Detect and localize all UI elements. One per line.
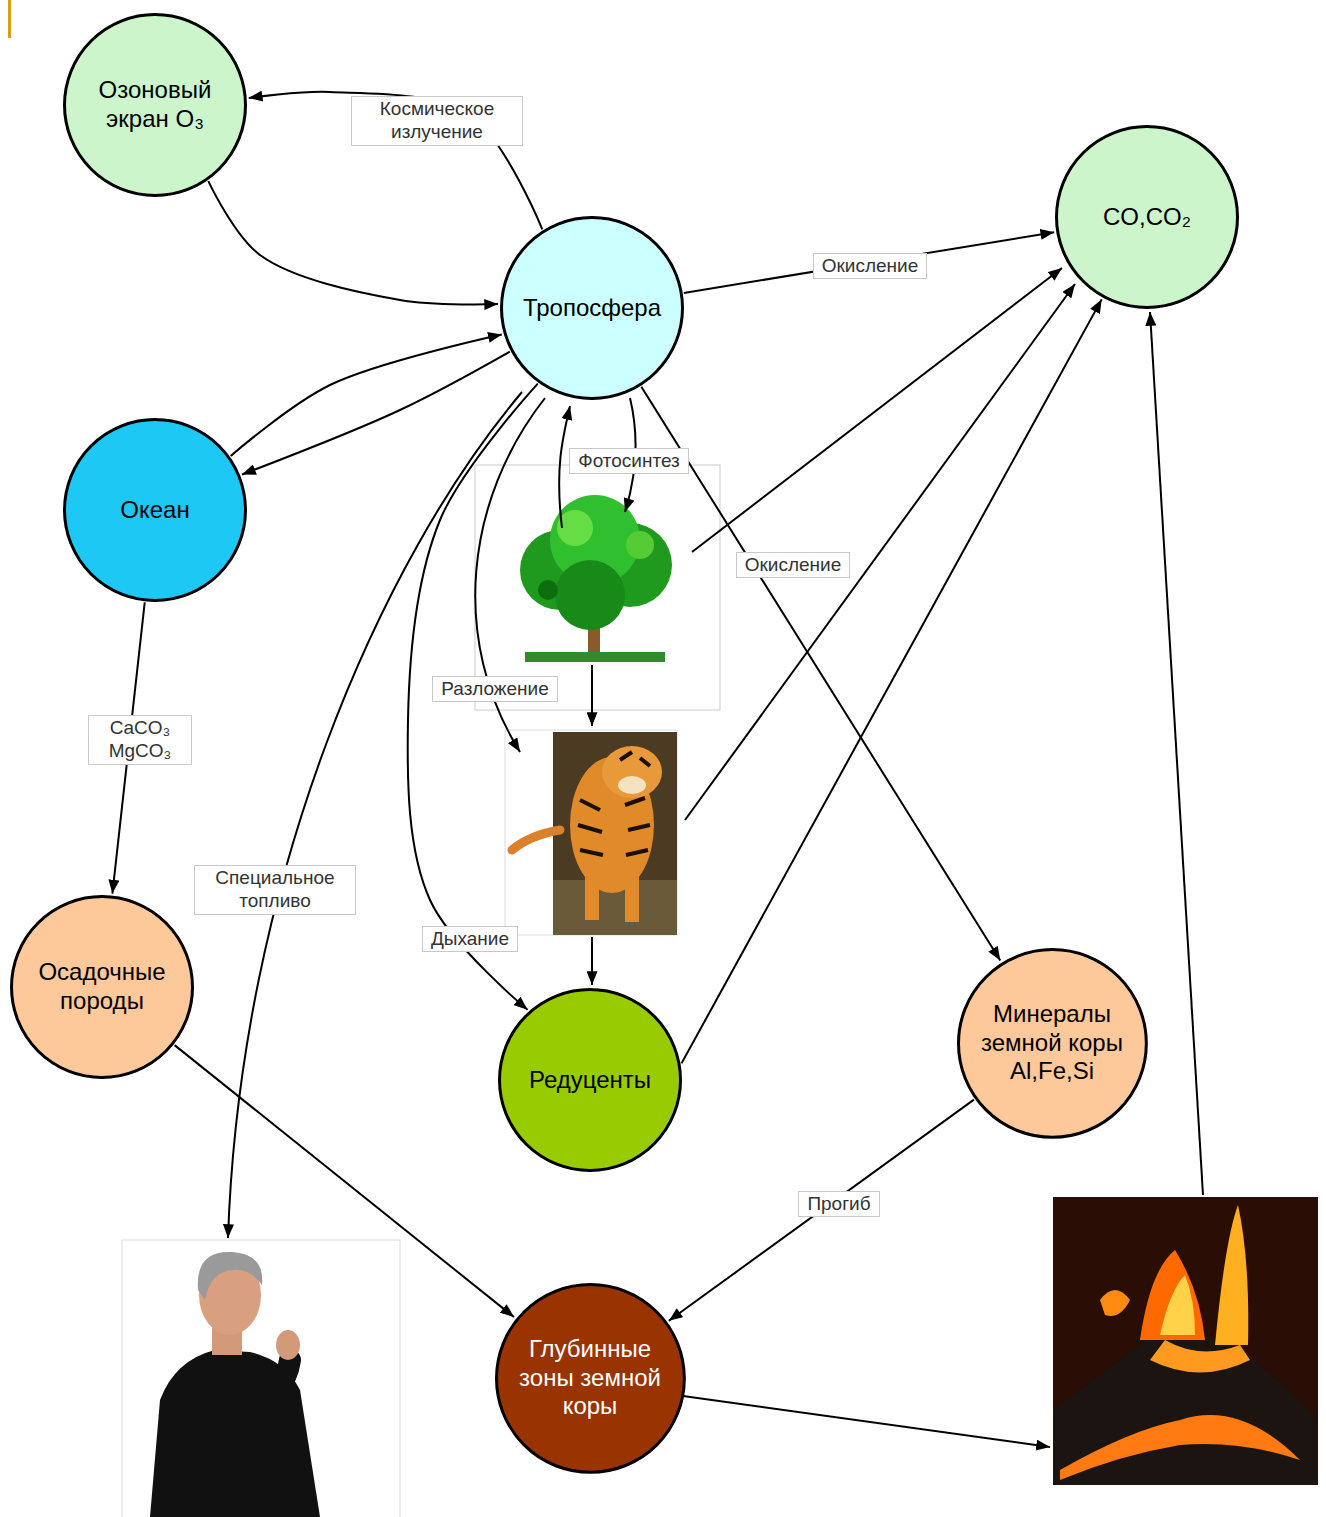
- cycle-arrow: [231, 335, 502, 456]
- cycle-arrow: [669, 1100, 974, 1321]
- accent-bar: [8, 0, 11, 38]
- man-picture: [122, 1240, 400, 1517]
- cycle-circle: Минералы земной коры Al,Fe,Si: [957, 948, 1148, 1139]
- cycle-circle: Озоновый экран O₃: [63, 13, 247, 197]
- circle-shape: [500, 990, 681, 1171]
- cycle-arrow: [208, 181, 498, 304]
- arrow-label: Окисление: [736, 552, 851, 579]
- node-text: Океан: [120, 496, 189, 525]
- node-text: Осадочные породы: [26, 958, 178, 1016]
- cycle-arrow: [242, 352, 510, 475]
- arrow-label: Прогиб: [798, 1191, 879, 1218]
- process-label: Разложение: [432, 676, 558, 703]
- node-text: Глубинные зоны земной коры: [514, 1335, 666, 1421]
- cycle-arrow: [684, 232, 1054, 293]
- process-label: Специальное топливо: [194, 865, 356, 915]
- cycle-circle: CO,CO₂: [1055, 125, 1239, 309]
- arrow-label: CaCO₃ MgCO₃: [88, 715, 192, 765]
- circle-shape: [65, 420, 246, 601]
- circle-shape: [12, 897, 193, 1078]
- cycle-arrow: [175, 1045, 514, 1317]
- node-text: CO,CO₂: [1103, 203, 1191, 232]
- cycle-circle: Тропосфера: [500, 216, 684, 400]
- node-text: Озоновый экран O₃: [79, 76, 231, 134]
- tiger-picture: [505, 730, 677, 935]
- picture-arrows: [228, 268, 1203, 1447]
- cycle-circle: Глубинные зоны земной коры: [495, 1283, 686, 1474]
- circle-shape: [496, 1284, 684, 1472]
- cycle-arrow: [641, 387, 1000, 961]
- volcano-picture: [1053, 1197, 1318, 1485]
- circle-shape: [958, 949, 1146, 1137]
- node-text: Редуценты: [529, 1066, 651, 1095]
- node-text: Тропосфера: [523, 294, 661, 323]
- arrow-label: Дыхание: [422, 926, 518, 953]
- circle-shape: [502, 218, 683, 399]
- cycle-circle: Осадочные породы: [10, 895, 194, 1079]
- arrow-label: Космическое излучение: [351, 96, 523, 146]
- circle-shape: [65, 15, 246, 196]
- process-label: Фотосинтез: [569, 448, 689, 475]
- arrow-label: Окисление: [813, 253, 928, 280]
- cycle-circle: Редуценты: [498, 988, 682, 1172]
- node-text: Минералы земной коры Al,Fe,Si: [976, 1000, 1128, 1086]
- cycle-circle: Океан: [63, 418, 247, 602]
- tree-picture: [475, 465, 720, 710]
- cycle-arrow: [249, 92, 543, 230]
- circle-shape: [1057, 127, 1238, 308]
